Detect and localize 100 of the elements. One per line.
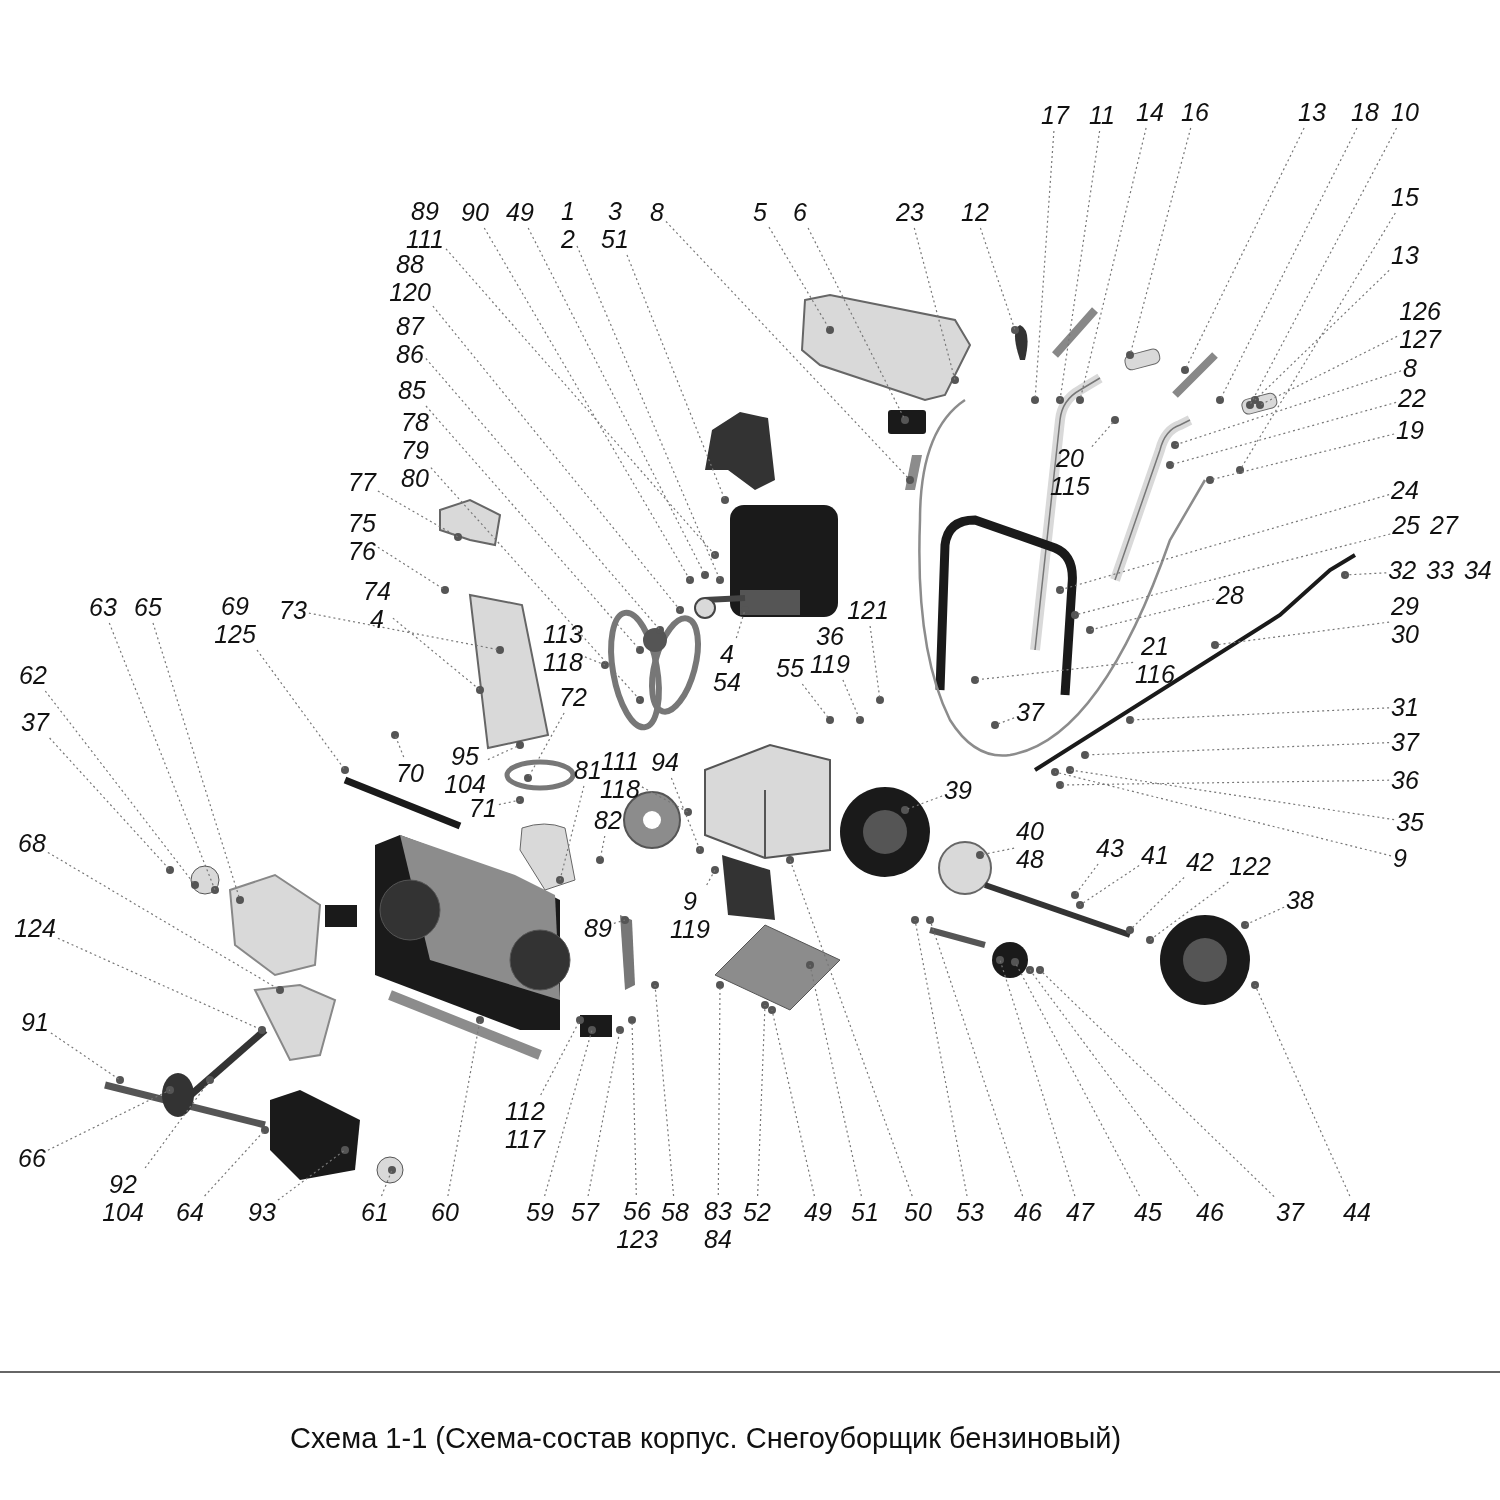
- leader-line: [44, 690, 196, 886]
- callout-number: 34: [1463, 556, 1492, 584]
- callout-number: 6: [793, 198, 807, 226]
- leader-line: [1059, 130, 1101, 401]
- callout-number: 64: [176, 1198, 204, 1226]
- callout-number: 82: [594, 806, 622, 834]
- callout-number: 37: [1276, 1198, 1304, 1226]
- callout-number: 18: [1351, 98, 1379, 126]
- leader-line: [974, 661, 1134, 681]
- callout-number: 4: [719, 640, 735, 668]
- leader-line: [929, 919, 1024, 1197]
- leader-line: [913, 227, 956, 381]
- leader-line: [1084, 742, 1390, 756]
- leader-line: [613, 919, 626, 924]
- callout-number: 117: [505, 1125, 545, 1153]
- callout-number: 60: [431, 1198, 459, 1226]
- leader-line: [108, 622, 216, 891]
- leader-line: [735, 609, 746, 639]
- callout-number: 37: [1016, 698, 1044, 726]
- callout-number: 57: [571, 1198, 599, 1226]
- callout-number: 79: [401, 436, 429, 464]
- leader-line: [1184, 127, 1305, 371]
- leader-line: [445, 248, 716, 556]
- leader-line: [1069, 769, 1395, 821]
- leader-line: [1249, 127, 1398, 406]
- leader-line: [999, 959, 1076, 1197]
- callout-number: 62: [19, 661, 47, 689]
- callout-number: 40: [1016, 817, 1044, 845]
- leader-line: [50, 1032, 121, 1081]
- callout-number: 43: [1096, 834, 1124, 862]
- leader-line: [1214, 621, 1390, 646]
- callout-number: 53: [956, 1198, 984, 1226]
- leader-line: [1344, 572, 1387, 576]
- leader-line: [1219, 127, 1358, 401]
- leader-line: [1149, 881, 1229, 941]
- leader-line: [1254, 984, 1351, 1197]
- callout-number: 86: [396, 340, 424, 368]
- callout-number: 2: [561, 225, 575, 253]
- callout-number: 70: [396, 759, 424, 787]
- leader-line: [1074, 533, 1391, 616]
- callout-number: 52: [743, 1198, 771, 1226]
- callout-number: 88: [395, 250, 425, 278]
- leader-line: [914, 919, 968, 1197]
- callout-number: 38: [1286, 886, 1314, 914]
- callout-number: 89: [410, 197, 440, 225]
- callout-number: 89: [584, 914, 612, 942]
- leader-line: [49, 737, 171, 871]
- callout-number: 125: [214, 620, 256, 648]
- leader-line: [1079, 865, 1140, 906]
- callout-number: 94: [651, 748, 679, 776]
- callout-number: 76: [348, 537, 376, 565]
- caption: Схема 1-1 (Схема-состав корпус. Снегоуборщик бензиновый): [290, 1422, 1122, 1455]
- callout-number: 54: [713, 668, 741, 696]
- callout-number: 121: [847, 596, 889, 624]
- leader-line: [47, 851, 281, 991]
- leader-line: [1254, 269, 1390, 401]
- callout-number: 47: [1066, 1198, 1094, 1226]
- callout-number: 15: [1391, 183, 1419, 211]
- leader-line: [394, 734, 405, 758]
- leader-line: [670, 777, 701, 851]
- callout-number: 56: [622, 1197, 652, 1225]
- leader-line: [527, 227, 706, 576]
- callout-number: 45: [1134, 1198, 1162, 1226]
- callout-number: 31: [1391, 693, 1419, 721]
- callout-number: 51: [851, 1198, 879, 1226]
- callout-number: 24: [1391, 476, 1419, 504]
- callout-number: 33: [1426, 556, 1454, 584]
- leader-line: [1039, 969, 1275, 1198]
- leader-line: [789, 859, 913, 1197]
- leader-line: [498, 799, 521, 806]
- callout-number: 85: [398, 376, 426, 404]
- callout-number: 115: [1050, 472, 1090, 500]
- leader-line: [152, 622, 241, 901]
- callout-number: 11: [1089, 101, 1115, 129]
- callout-number: 104: [102, 1198, 144, 1226]
- leader-line: [277, 1149, 346, 1201]
- callout-number: 5: [753, 198, 767, 226]
- leader-line: [641, 786, 689, 813]
- leader-line: [380, 1169, 393, 1197]
- callout-number: 44: [1343, 1198, 1371, 1226]
- callout-number: 127: [1399, 325, 1441, 353]
- leader-line: [584, 656, 606, 666]
- leader-line: [256, 649, 346, 771]
- callout-number: 23: [896, 198, 924, 226]
- leader-line: [377, 490, 459, 538]
- callout-number: 92: [108, 1170, 138, 1198]
- callout-number: 58: [661, 1198, 689, 1226]
- leader-line: [377, 546, 446, 591]
- callout-number: 8: [650, 198, 664, 226]
- leader-line: [527, 712, 565, 779]
- callout-number: 32: [1388, 556, 1417, 584]
- callout-number: 74: [363, 577, 391, 605]
- leader-line: [392, 617, 481, 691]
- callout-number: 13: [1298, 98, 1326, 126]
- leader-line: [757, 1004, 766, 1197]
- callout-number: 50: [904, 1198, 932, 1226]
- callout-number: 35: [1396, 808, 1424, 836]
- callout-number: 9: [682, 887, 698, 915]
- callout-number: 68: [18, 829, 46, 857]
- leader-line: [1059, 494, 1390, 591]
